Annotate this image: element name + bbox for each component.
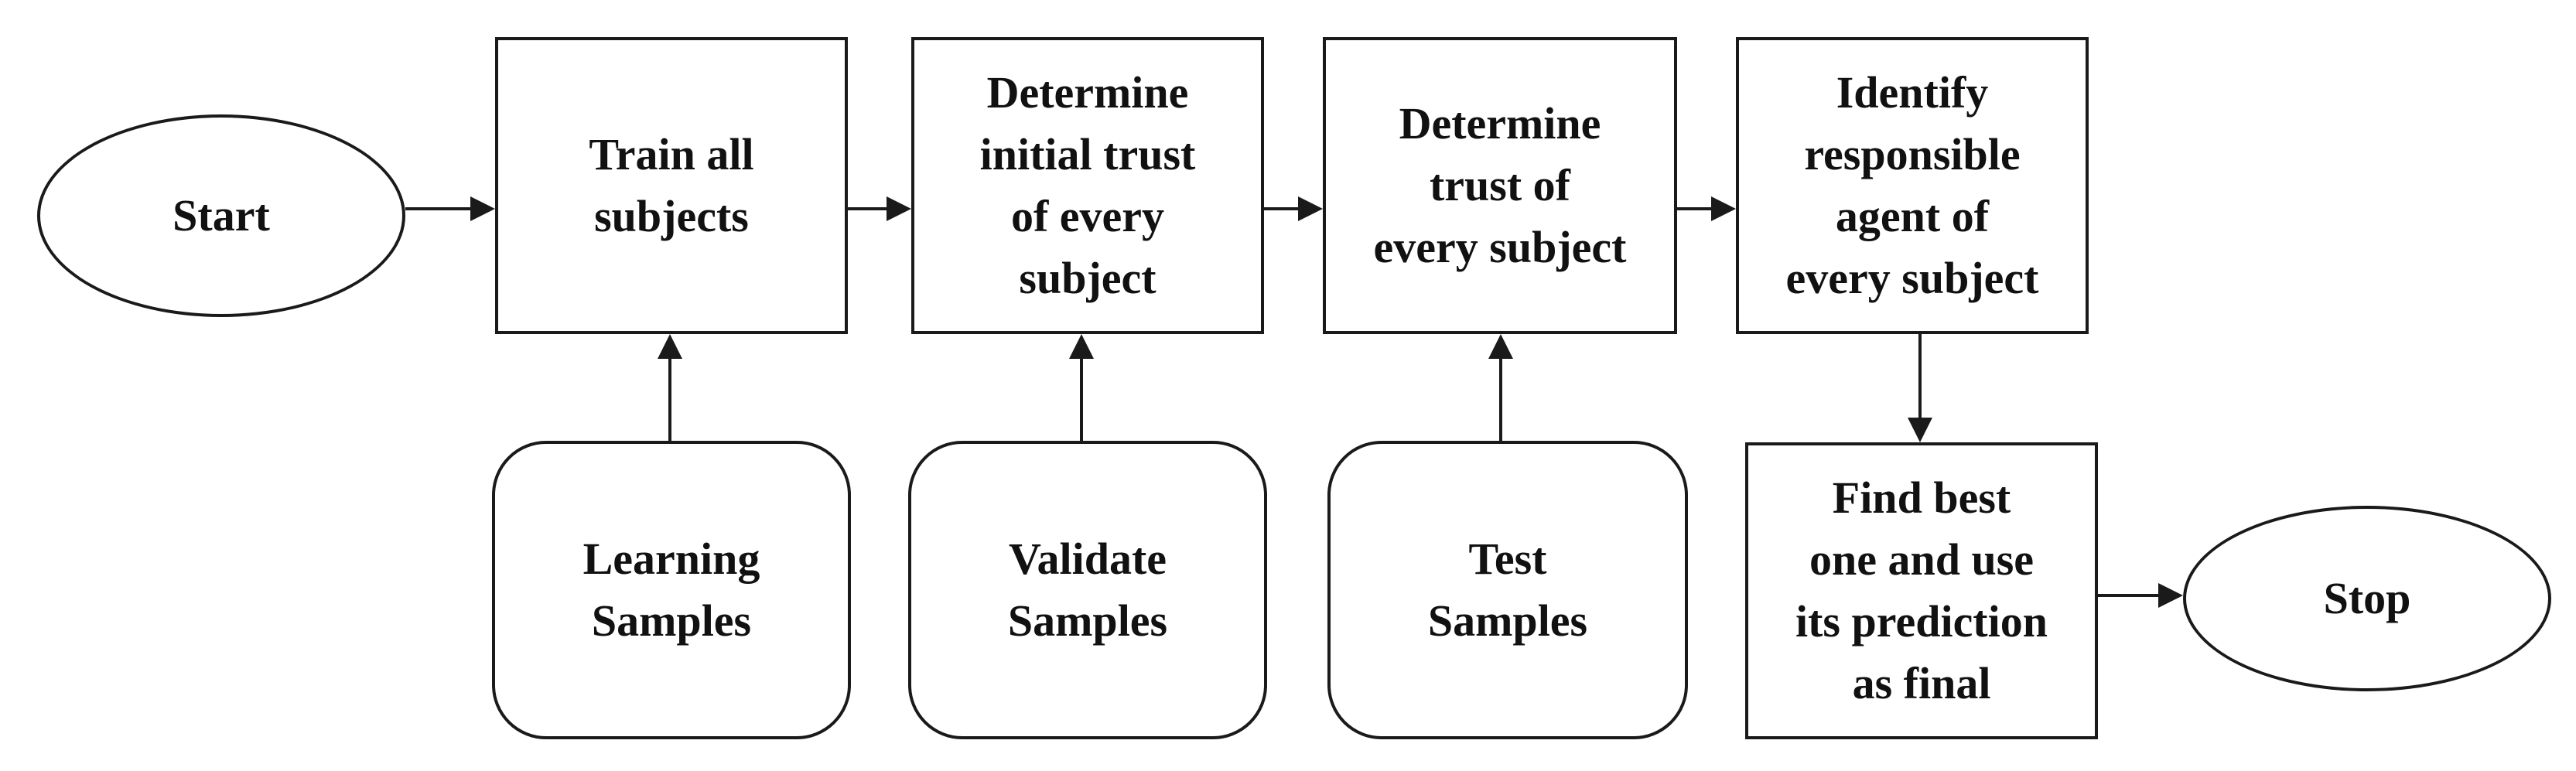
arrowhead-initial-trust-to-trust (1298, 196, 1323, 221)
step-find-best-label: Find best one and use its prediction as … (1795, 472, 2048, 708)
step-trust-label: Determine trust of every subject (1373, 98, 1627, 272)
arrowhead-train-to-initial-trust (887, 196, 911, 221)
arrowhead-test-to-trust (1488, 334, 1513, 359)
step-identify-label: Identify responsible agent of every subj… (1785, 67, 2039, 303)
step-initial-trust-label: Determine initial trust of every subject (979, 67, 1196, 303)
step-train-all-subjects: Train all subjects (495, 37, 848, 334)
arrowhead-validate-to-initial-trust (1069, 334, 1094, 359)
validate-samples-label: Validate Samples (1007, 534, 1168, 646)
learning-samples-label: Learning Samples (583, 534, 760, 646)
stop-node: Stop (2183, 506, 2551, 691)
arrowhead-learning-to-train (658, 334, 682, 359)
input-validate-samples: Validate Samples (908, 441, 1267, 739)
step-find-best: Find best one and use its prediction as … (1745, 442, 2098, 739)
step-determine-trust: Determine trust of every subject (1323, 37, 1677, 334)
test-samples-label: Test Samples (1427, 534, 1588, 646)
arrowhead-start-to-train (470, 196, 495, 221)
arrowhead-find-best-to-stop (2158, 583, 2183, 608)
start-label: Start (173, 190, 270, 241)
step-determine-initial-trust: Determine initial trust of every subject (911, 37, 1264, 334)
arrowhead-identify-to-find-best (1908, 418, 1932, 442)
input-test-samples: Test Samples (1327, 441, 1688, 739)
input-learning-samples: Learning Samples (492, 441, 851, 739)
start-node: Start (37, 114, 405, 317)
stop-label: Stop (2323, 573, 2411, 623)
step-identify-responsible-agent: Identify responsible agent of every subj… (1736, 37, 2089, 334)
arrowhead-trust-to-identify (1711, 196, 1736, 221)
step-train-label: Train all subjects (589, 129, 754, 241)
